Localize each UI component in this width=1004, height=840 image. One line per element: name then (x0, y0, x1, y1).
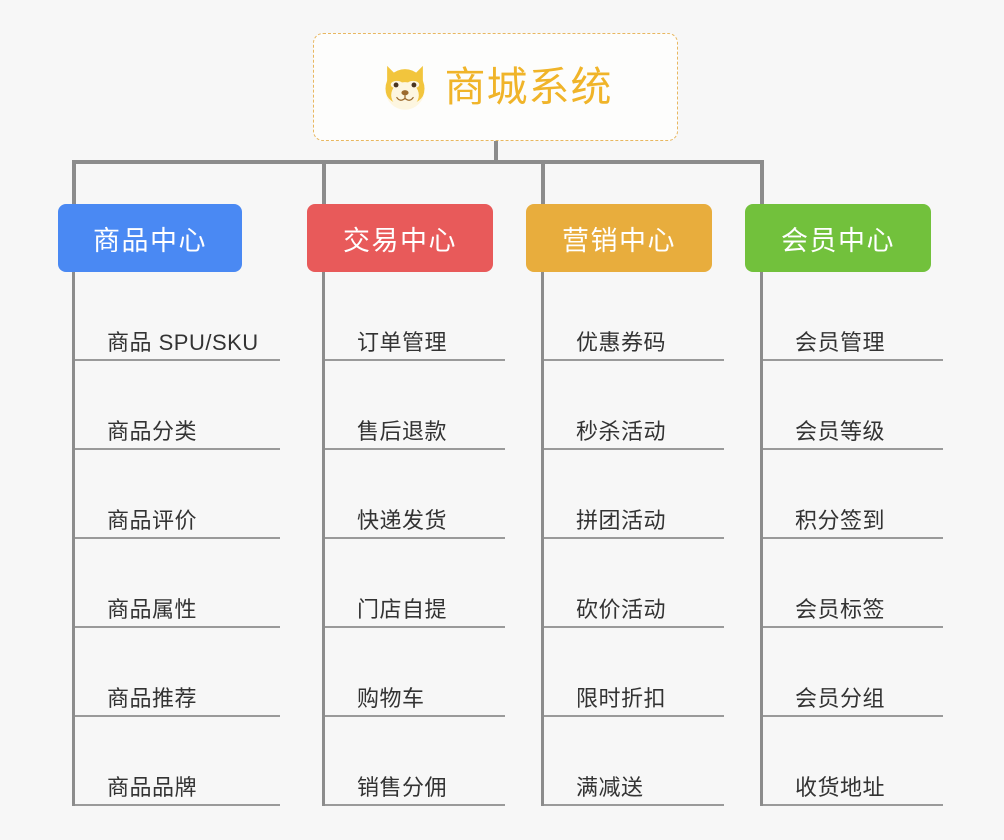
leaf-trunk-line (322, 272, 325, 806)
branch-drop-line-marketing-center (541, 160, 545, 204)
leaf-item-label: 拼团活动 (576, 507, 667, 533)
leaf-item[interactable]: 商品品牌 (75, 717, 280, 806)
leaf-item-label: 砍价活动 (576, 596, 667, 622)
leaf-item-label: 门店自提 (357, 596, 448, 622)
leaf-item[interactable]: 会员管理 (763, 272, 943, 361)
leaf-item-label: 会员等级 (795, 418, 886, 444)
leaf-item-label: 限时折扣 (576, 685, 667, 711)
leaf-item-label: 购物车 (357, 685, 425, 711)
leaf-item[interactable]: 拼团活动 (544, 450, 724, 539)
leaf-item-label: 商品属性 (107, 596, 198, 622)
leaf-item[interactable]: 秒杀活动 (544, 361, 724, 450)
leaf-column-member-center: 会员管理会员等级积分签到会员标签会员分组收货地址 (760, 272, 944, 806)
leaf-item-label: 会员标签 (795, 596, 886, 622)
root-stem-line (494, 141, 498, 164)
category-box-product-center[interactable]: 商品中心 (58, 204, 242, 272)
leaf-item-label: 商品分类 (107, 418, 198, 444)
dog-face-icon (385, 65, 424, 110)
leaf-item-label: 销售分佣 (357, 774, 448, 800)
leaf-item-label: 秒杀活动 (576, 418, 667, 444)
root-node[interactable]: 商城系统 (313, 33, 678, 141)
leaf-item[interactable]: 商品分类 (75, 361, 280, 450)
leaf-item-label: 收货地址 (795, 774, 886, 800)
leaf-item-label: 会员管理 (795, 329, 886, 355)
leaf-trunk-line (760, 272, 763, 806)
leaf-item-label: 优惠券码 (576, 329, 667, 355)
branch-drop-line-product-center (72, 160, 76, 204)
leaf-item[interactable]: 快递发货 (325, 450, 505, 539)
leaf-item-label: 商品评价 (107, 507, 198, 533)
leaf-item-label: 商品推荐 (107, 685, 198, 711)
leaf-item[interactable]: 售后退款 (325, 361, 505, 450)
leaf-item[interactable]: 商品 SPU/SKU (75, 272, 280, 361)
leaf-item[interactable]: 限时折扣 (544, 628, 724, 717)
leaf-item[interactable]: 购物车 (325, 628, 505, 717)
leaf-item-label: 订单管理 (357, 329, 448, 355)
category-label: 营销中心 (562, 225, 676, 256)
leaf-item[interactable]: 满减送 (544, 717, 724, 806)
branch-drop-line-trade-center (322, 160, 326, 204)
category-label: 商品中心 (93, 225, 207, 256)
leaf-item[interactable]: 订单管理 (325, 272, 505, 361)
leaf-item[interactable]: 会员分组 (763, 628, 943, 717)
leaf-item[interactable]: 商品属性 (75, 539, 280, 628)
branch-bus-line (72, 160, 760, 164)
leaf-item[interactable]: 积分签到 (763, 450, 943, 539)
leaf-item[interactable]: 商品评价 (75, 450, 280, 539)
leaf-item-label: 快递发货 (357, 507, 448, 533)
leaf-item-label: 满减送 (576, 774, 644, 800)
leaf-item[interactable]: 收货地址 (763, 717, 943, 806)
root-title: 商城系统 (444, 63, 613, 110)
leaf-item-label: 积分签到 (795, 507, 886, 533)
leaf-trunk-line (72, 272, 75, 806)
leaf-trunk-line (541, 272, 544, 806)
leaf-item-label: 会员分组 (795, 685, 886, 711)
leaf-item[interactable]: 会员标签 (763, 539, 943, 628)
leaf-item[interactable]: 会员等级 (763, 361, 943, 450)
leaf-item[interactable]: 商品推荐 (75, 628, 280, 717)
leaf-item[interactable]: 砍价活动 (544, 539, 724, 628)
leaf-item-label: 商品品牌 (107, 774, 198, 800)
leaf-column-product-center: 商品 SPU/SKU 商品分类商品评价商品属性商品推荐商品品牌 (72, 272, 281, 806)
branch-drop-line-member-center (760, 160, 764, 204)
leaf-item[interactable]: 门店自提 (325, 539, 505, 628)
leaf-item-label: 售后退款 (357, 418, 448, 444)
leaf-column-marketing-center: 优惠券码秒杀活动拼团活动砍价活动限时折扣满减送 (541, 272, 725, 806)
category-label: 交易中心 (343, 225, 457, 256)
category-box-marketing-center[interactable]: 营销中心 (526, 204, 712, 272)
leaf-item[interactable]: 销售分佣 (325, 717, 505, 806)
category-label: 会员中心 (781, 225, 895, 256)
category-box-trade-center[interactable]: 交易中心 (307, 204, 493, 272)
leaf-column-trade-center: 订单管理售后退款快递发货门店自提购物车销售分佣 (322, 272, 506, 806)
leaf-item[interactable]: 优惠券码 (544, 272, 724, 361)
leaf-item-label: 商品 SPU/SKU (107, 329, 259, 355)
category-box-member-center[interactable]: 会员中心 (745, 204, 931, 272)
